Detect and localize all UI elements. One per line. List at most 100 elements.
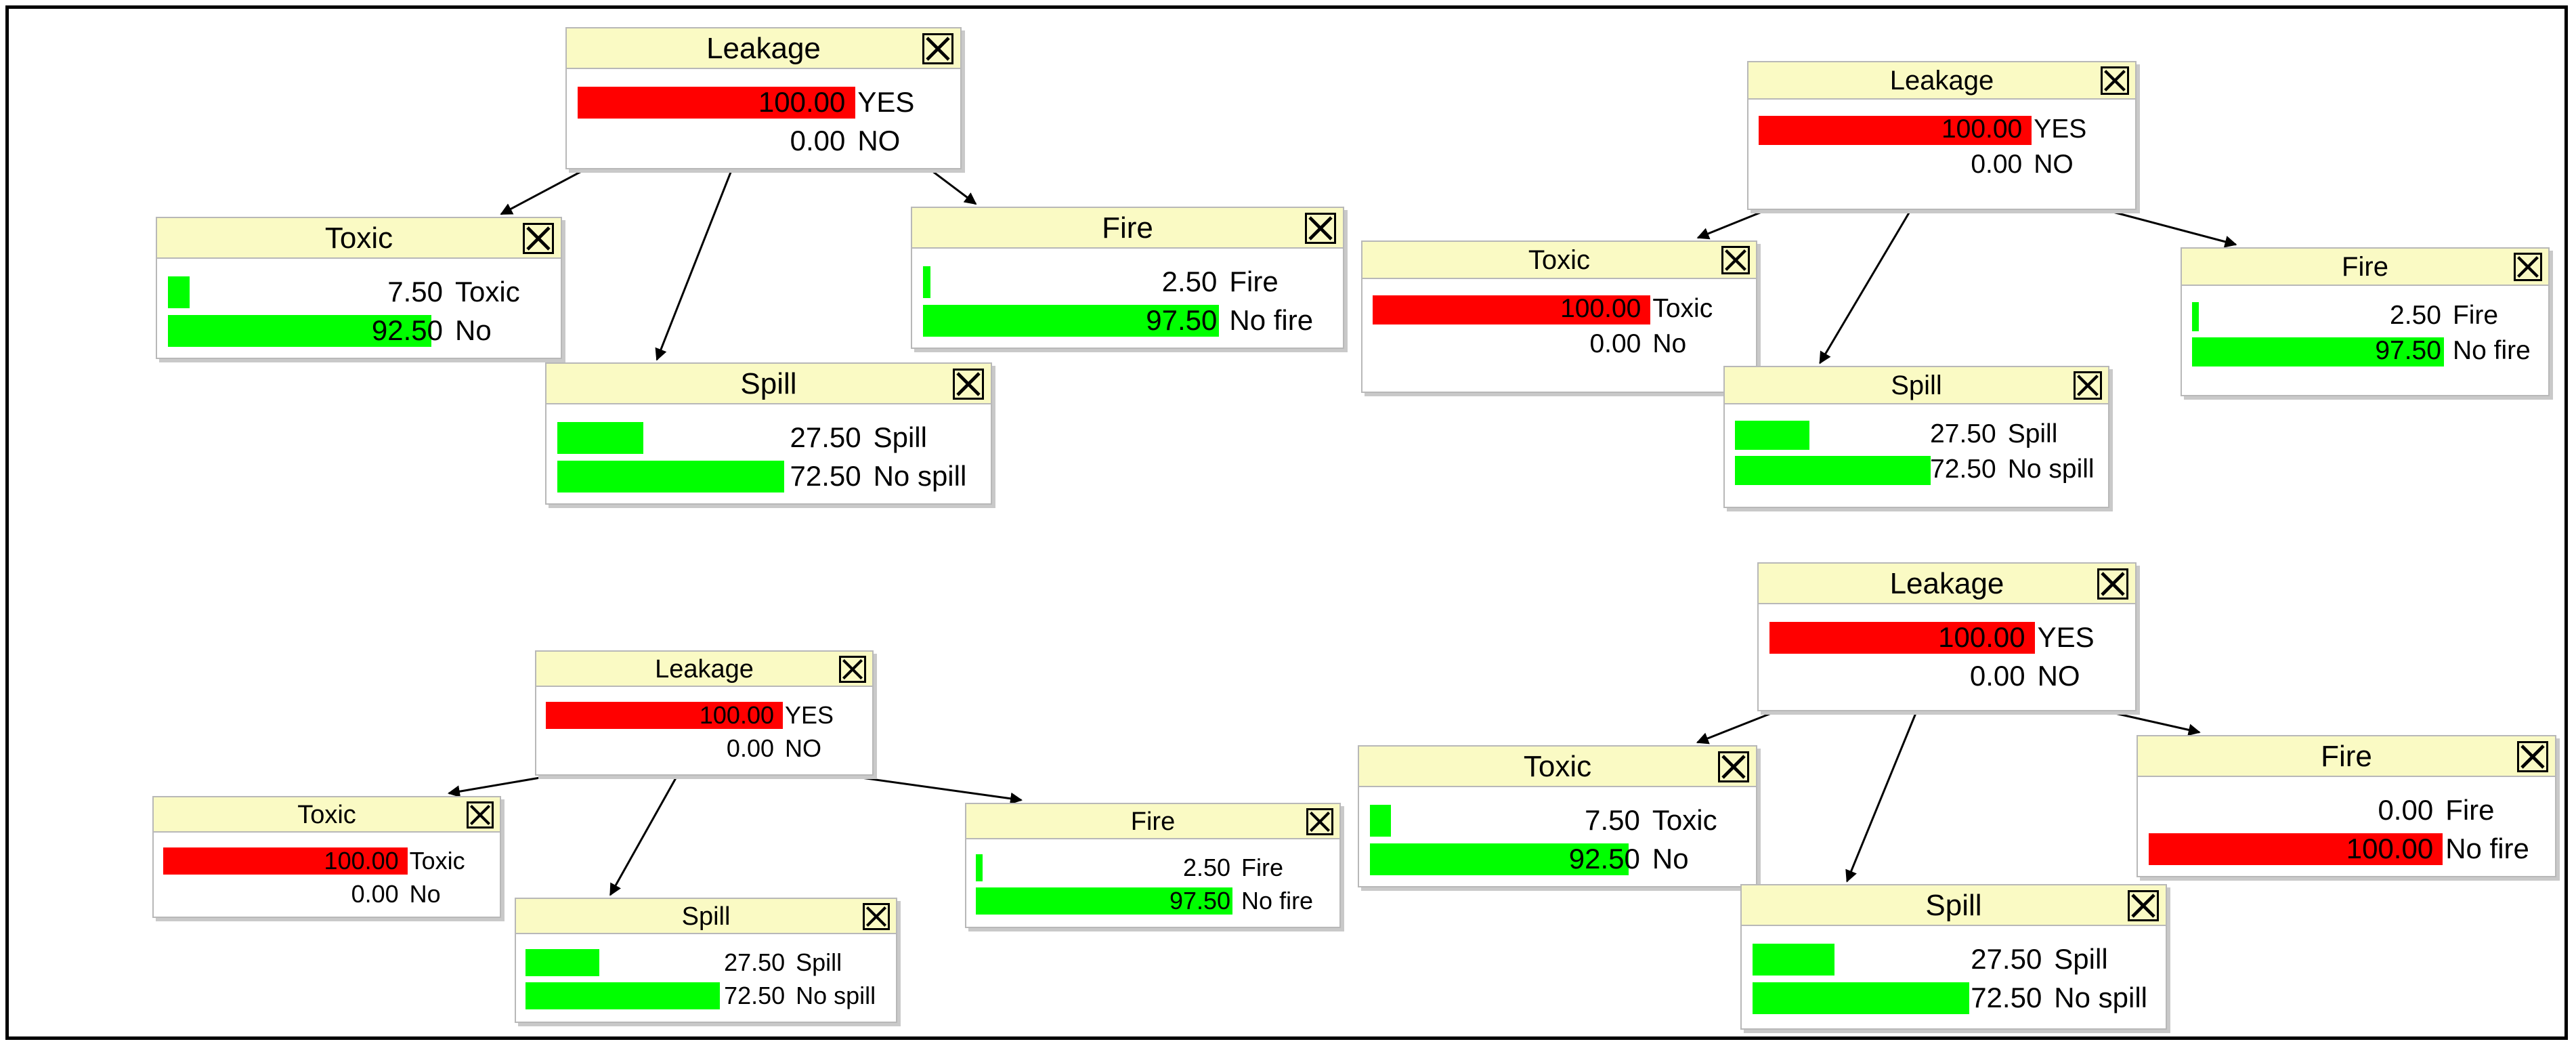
close-icon[interactable] [2074,371,2102,400]
node-title-bar[interactable]: Toxic [1359,747,1756,787]
probability-value: 0.00 [790,125,846,156]
probability-value: 72.50 [724,982,786,1009]
close-icon[interactable] [863,903,890,930]
state-label: Spill [2054,943,2108,975]
close-icon[interactable] [1721,246,1750,274]
close-icon[interactable] [2128,890,2159,921]
probability-bar [525,949,599,976]
state-label: Spill [796,948,842,976]
probability-value: 27.50 [1930,419,1996,448]
node-title-bar[interactable]: Fire [966,804,1339,839]
close-icon[interactable] [922,33,953,64]
state-label: Fire [2445,794,2495,826]
node-title-bar[interactable]: Toxic [1362,242,1756,279]
node-title: Fire [1102,211,1153,245]
state-label: Toxic [455,276,520,308]
edge-leakage-fire [2105,710,2201,736]
close-icon[interactable] [2097,568,2128,600]
probability-value: 27.50 [790,421,861,453]
node-title: Toxic [1523,750,1592,783]
close-icon[interactable] [953,369,984,400]
probability-bar [1753,982,1969,1014]
probability-bar [1370,805,1391,837]
probability-value: 2.50 [1182,854,1231,881]
node-title-bar[interactable]: Leakage [1748,62,2135,100]
probability-value: 27.50 [1971,943,2042,975]
close-icon[interactable] [1718,751,1749,782]
state-label: YES [857,86,915,118]
state-label: No fire [1229,304,1314,336]
close-icon[interactable] [1305,213,1336,244]
state-label: No spill [873,460,967,492]
probability-value: 72.50 [790,460,861,492]
edge-leakage-spill [1845,711,1918,883]
node-title-bar[interactable]: Fire [2138,736,2555,777]
probability-bar [1759,116,2032,145]
node-title-bar[interactable]: Leakage [1759,564,2135,604]
node-title: Leakage [655,655,754,684]
probability-bar [1753,944,1835,976]
close-icon[interactable] [467,801,494,829]
close-icon[interactable] [2517,741,2548,772]
probability-bar [168,315,431,347]
state-label: NO [2037,660,2080,692]
state-label: No [1652,329,1687,358]
node-title-bar[interactable]: Fire [2182,249,2548,286]
state-row: 27.50 Spill [516,946,896,979]
node-title-bar[interactable]: Spill [1742,885,2166,926]
edge-leakage-spill [609,775,679,896]
probability-value: 92.50 [1568,843,1640,875]
close-icon[interactable] [2101,66,2129,95]
node-title-bar[interactable]: Spill [546,364,991,404]
node-title-bar[interactable]: Spill [516,899,896,934]
node-title: Leakage [1889,567,2004,600]
state-label: NO [785,734,821,762]
node-title-bar[interactable]: Leakage [567,28,960,69]
probability-bar [976,854,983,881]
close-icon[interactable] [1306,808,1333,835]
edge-leakage-fire [929,168,977,205]
node-title-bar[interactable]: Toxic [154,797,500,833]
edge-leakage-spill [655,169,733,361]
edge-leakage-fire [2105,209,2237,248]
state-label: YES [785,701,834,729]
probability-bar [1373,295,1650,324]
close-icon[interactable] [2514,253,2542,281]
node-title-bar[interactable]: Leakage [536,652,872,687]
probability-bar [557,422,644,454]
node-title-bar[interactable]: Spill [1725,367,2108,404]
state-row: 72.50 No spill [546,457,991,495]
close-icon[interactable] [839,656,866,683]
state-label: No fire [2445,833,2529,864]
state-label: No [409,880,441,908]
state-label: Spill [2007,419,2058,448]
node-title-bar[interactable]: Fire [912,208,1343,249]
node-title-bar[interactable]: Toxic [157,218,561,259]
close-icon[interactable] [523,223,554,254]
probability-value: 27.50 [724,948,786,976]
probability-value: 0.00 [1589,329,1641,358]
edge-leakage-toxic [447,774,553,798]
state-row: 27.50 Spill [1742,940,2166,978]
